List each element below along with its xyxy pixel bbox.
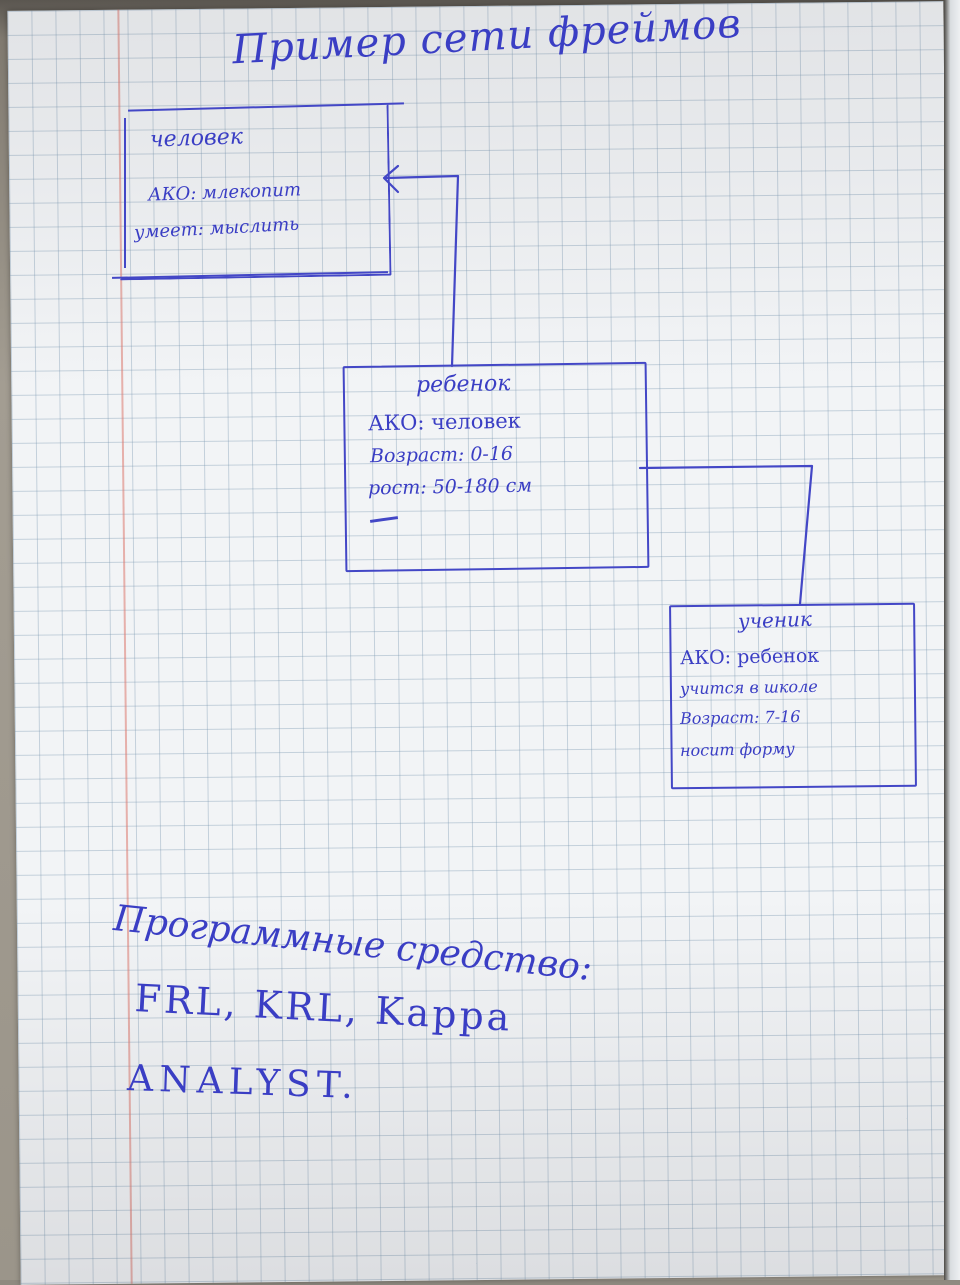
frame-chelovek-left-line bbox=[124, 118, 126, 268]
connector-rebenok-to-chelovek-arrowhead bbox=[382, 164, 400, 194]
connector-rebenok-to-chelovek bbox=[384, 174, 460, 368]
adjacent-page-edge bbox=[944, 0, 960, 1280]
tools-line-2: ANALYST. bbox=[126, 1058, 360, 1108]
connector-uchenik-to-rebenok bbox=[638, 464, 814, 606]
